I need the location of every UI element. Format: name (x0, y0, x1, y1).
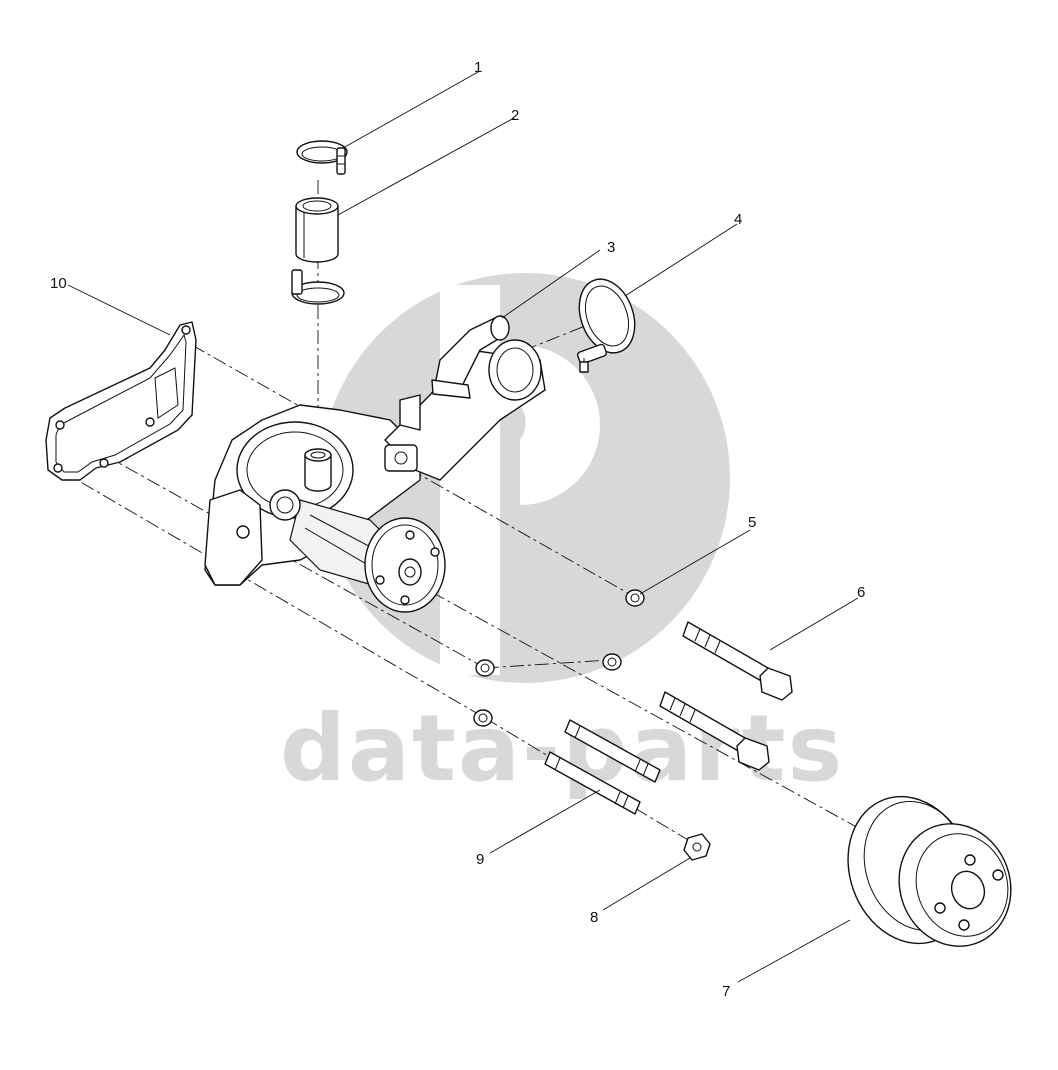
pump-hub-flange[interactable] (364, 517, 446, 613)
leader-1 (342, 71, 479, 149)
washer-b[interactable] (602, 653, 622, 671)
stud-upper[interactable] (564, 719, 661, 783)
leader-10 (67, 284, 171, 336)
axis-gasket-lower (59, 469, 486, 719)
part-5-washer[interactable] (625, 589, 645, 607)
bolt-second[interactable] (659, 691, 770, 771)
callout-9[interactable]: 9 (476, 851, 484, 868)
leader-4 (624, 223, 738, 297)
part-9-stud[interactable] (544, 751, 641, 815)
callout-leaders (67, 71, 859, 983)
washer-a[interactable] (475, 659, 495, 677)
part-2-hose[interactable] (295, 197, 339, 263)
axis-pulley (409, 579, 881, 841)
leader-3 (501, 249, 601, 319)
washer-c[interactable] (473, 709, 493, 727)
part-7-pulley[interactable] (828, 779, 1028, 962)
part-1-hose-clamp[interactable] (296, 140, 348, 175)
callout-5[interactable]: 5 (748, 514, 756, 531)
callout-1[interactable]: 1 (474, 59, 482, 76)
leader-8 (602, 857, 691, 911)
axis-stud (484, 659, 611, 669)
part-10-gasket[interactable] (45, 321, 197, 481)
callout-8[interactable]: 8 (590, 909, 598, 926)
part-3-elbow-pipe[interactable] (384, 315, 546, 481)
lower-hose-clamp[interactable] (291, 269, 345, 305)
callout-labels: 1 2 3 4 5 6 7 8 9 10 (50, 59, 865, 1000)
part-6-bolt[interactable] (682, 621, 793, 701)
callout-10[interactable]: 10 (50, 275, 67, 292)
water-pump-housing[interactable] (204, 404, 421, 591)
callout-2[interactable]: 2 (511, 107, 519, 124)
leader-7 (737, 919, 851, 983)
callout-4[interactable]: 4 (734, 211, 742, 228)
leader-9 (489, 789, 601, 854)
callout-7[interactable]: 7 (722, 983, 730, 1000)
leader-2 (337, 117, 515, 216)
part-8-nut[interactable] (683, 833, 711, 861)
callout-3[interactable]: 3 (607, 239, 615, 256)
leader-5 (639, 529, 751, 595)
leader-6 (769, 597, 859, 651)
callout-6[interactable]: 6 (857, 584, 865, 601)
axis-nut (484, 717, 699, 847)
part-4-large-clamp[interactable] (570, 271, 645, 373)
axis-clamp (499, 319, 601, 361)
